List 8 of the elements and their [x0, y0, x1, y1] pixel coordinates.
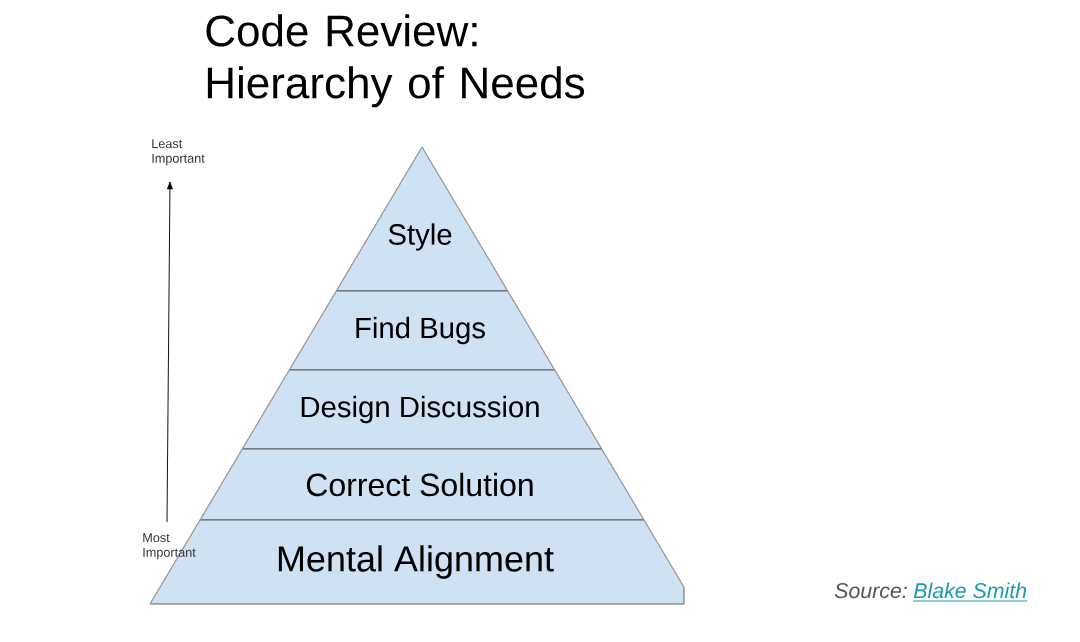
pyramid-layer: Design Discussion: [241, 369, 603, 450]
source-link: Blake Smith: [912, 582, 1028, 602]
pyramid-layer: Correct Solution: [199, 448, 645, 521]
axis-label: Least Important: [152, 139, 205, 166]
title: Code Review: Hierarchy of Needs: [206, 14, 585, 108]
pyramid-layer: Style: [335, 146, 509, 292]
source-label: Source:: [834, 583, 907, 599]
pyramid-layer: Find Bugs: [288, 290, 556, 371]
